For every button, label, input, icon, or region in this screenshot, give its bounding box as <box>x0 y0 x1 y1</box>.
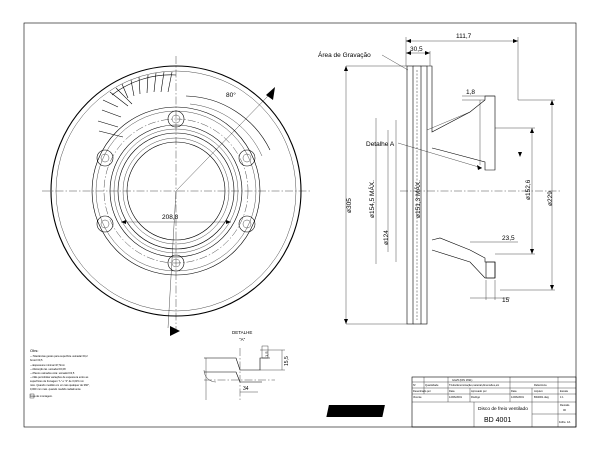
notes-header: Obs: <box>30 348 38 353</box>
hub-profile-lower <box>431 237 496 279</box>
dim-diameter-152: ø152,6 <box>525 179 532 200</box>
detail-title: DETALHE <box>232 330 252 335</box>
tb-file-label: Arquivo <box>534 389 543 393</box>
sheet-label: Folha <box>559 420 566 424</box>
sheet-border <box>23 22 577 428</box>
note-line-6: —Não permitidas variações de espessura e… <box>30 375 89 379</box>
tb-header-no: Nº <box>413 383 416 387</box>
engraving-area-label: Área de Gravação <box>318 50 371 59</box>
notes-block: Obs: —Tolerâncias gerais para superfície… <box>29 348 90 399</box>
note-line-4: —Distorção lat. usinada=±0,08 <box>30 367 66 371</box>
detail-subtitle: "A" <box>239 337 246 342</box>
note-line-3: —Espessura mínima=27,5mm <box>30 363 65 367</box>
detail-a-view: DETALHE "A" 15,5 1,5 34 <box>203 330 290 400</box>
part-number: BD 4001 <box>484 417 511 424</box>
tb-drawn-by-label: Desenhado por <box>413 389 431 393</box>
tb-scale: 1:1 <box>560 395 564 399</box>
note-line-9: 0,000 mm máx. quando medido radialmente <box>30 387 81 391</box>
section-arrow-top <box>266 87 275 100</box>
note-line-2: bruto=±0,5 <box>30 358 43 362</box>
tb-date2-label: Data <box>511 389 517 393</box>
diameter-label: 208,8 <box>162 214 179 221</box>
tb-date1-label: Data <box>449 389 455 393</box>
section-arrow-bottom <box>170 326 180 336</box>
brand-text: FREMAX <box>420 407 454 416</box>
title-block: GG25 (DIN 1691) Nº Quantidade Título/den… <box>326 376 577 428</box>
material-line: GG25 (DIN 1691) <box>452 378 472 382</box>
dim-diameter-154: ø154,5 MÁX. <box>367 180 376 218</box>
dim-base-width: 15 <box>502 297 510 304</box>
tb-drawn-by: Vicente <box>413 395 422 399</box>
disc-rim-outboard <box>406 65 414 325</box>
hub-profile-upper <box>427 65 496 171</box>
revision-label: Revisão <box>560 403 570 407</box>
tb-header-qty: Quantidade <box>425 383 439 387</box>
angle-label: 80° <box>226 91 236 99</box>
tb-file: BD4001.dwg <box>534 395 549 399</box>
dim-diameter-229: ø229 <box>547 191 554 206</box>
front-view: 80° 208,8 <box>42 56 310 336</box>
note-line-8: máx. Quando medido em um raio qualquer d… <box>30 383 90 387</box>
dim-flange-thickness: 1,8 <box>466 89 475 96</box>
section-line <box>175 95 269 192</box>
tb-approved-label: Aprovado por <box>471 389 487 393</box>
revision-value: 00 <box>563 408 566 412</box>
section-view: 111,7 30,5 Área de Gravação 1,8 Detalhe … <box>318 33 560 325</box>
tb-scale-label: Escala <box>560 389 568 393</box>
note-line-7: superfícies de frenagem "L" e "2" de 0,0… <box>30 379 84 383</box>
tb-header-title: Título/denominação,material,dimensões,et… <box>449 383 500 387</box>
note-line-5: —Planos usinados cota: usinado=±0,5 <box>30 371 75 375</box>
cooling-vanes <box>97 71 177 138</box>
note-line-1: —Tolerâncias gerais para superfície usin… <box>30 354 88 358</box>
section-marker <box>518 152 522 157</box>
tb-header-ref: Referência <box>534 383 547 387</box>
dim-diameter-151: ø151,3 MÁX. <box>413 180 422 218</box>
dim-hub-offset: 30,5 <box>410 46 423 53</box>
note-line-10: Área de montagem. <box>30 394 53 398</box>
detail-dim-1-5: 1,5 <box>264 351 269 357</box>
dim-diameter-124: ø124 <box>383 230 390 245</box>
disc-rim-inboard <box>420 65 428 325</box>
dim-rim-thickness: 23,5 <box>502 235 515 242</box>
fremax-logo: FREMAX <box>326 405 454 417</box>
tb-date1: 12/06/2001 <box>449 395 463 399</box>
tb-approved: Rodrigo <box>471 395 481 399</box>
sheet-value: 1/1 <box>567 420 571 424</box>
part-name: Disco de freio ventilado <box>478 406 528 412</box>
dim-diameter-outer: ø305 <box>346 198 353 213</box>
tb-date2: 12/06/2001 <box>511 395 525 399</box>
detail-a-label: Detalhe A <box>366 141 395 148</box>
detail-dim-34: 34 <box>243 386 249 392</box>
mounting-area-symbol <box>29 393 35 399</box>
detail-dim-15-5: 15,5 <box>284 356 290 366</box>
detail-profile <box>204 357 270 371</box>
dim-overall-width: 111,7 <box>456 33 472 40</box>
